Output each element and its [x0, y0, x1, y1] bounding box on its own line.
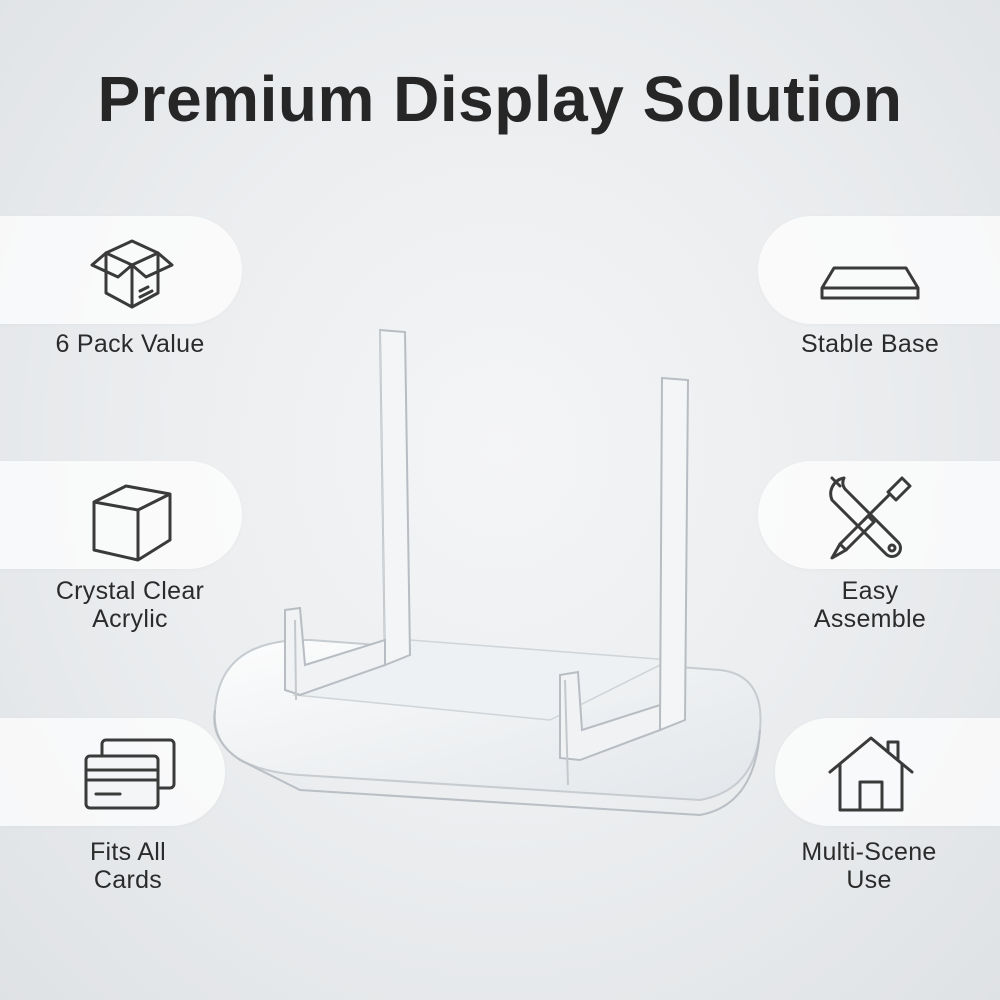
feature-label-scene: Multi-Scene Use	[738, 838, 1000, 894]
feature-pill-assemble	[758, 461, 1000, 569]
feature-pill-clear	[0, 461, 242, 569]
feature-label-assemble-line1: Easy	[841, 577, 899, 605]
feature-pill-scene	[775, 718, 1000, 826]
cards-icon	[82, 736, 178, 812]
feature-label-clear-line2: Acrylic	[92, 605, 168, 633]
house-icon	[826, 734, 916, 814]
feature-label-clear: Crystal Clear Acrylic	[0, 577, 260, 633]
feature-label-assemble: Easy Assemble	[740, 577, 1000, 633]
box-icon	[86, 233, 178, 313]
feature-label-pack: 6 Pack Value	[55, 330, 205, 358]
acrylic-stand-image	[200, 320, 780, 845]
feature-pill-base	[758, 216, 1000, 324]
feature-label-base: Stable Base	[800, 330, 940, 358]
feature-label-scene-line1: Multi-Scene	[801, 838, 937, 866]
cube-icon	[90, 482, 174, 564]
feature-label-cards-line2: Cards	[93, 866, 163, 894]
base-plate-icon	[818, 262, 922, 304]
feature-label-cards-line1: Fits All	[89, 838, 167, 866]
page-title: Premium Display Solution	[97, 63, 903, 135]
feature-label-clear-line1: Crystal Clear	[55, 577, 205, 605]
feature-label-assemble-line2: Assemble	[813, 605, 927, 633]
feature-label-scene-line2: Use	[846, 866, 892, 894]
wrench-screwdriver-icon	[824, 472, 916, 564]
feature-label-cards: Fits All Cards	[0, 838, 256, 894]
feature-pill-pack	[0, 216, 242, 324]
